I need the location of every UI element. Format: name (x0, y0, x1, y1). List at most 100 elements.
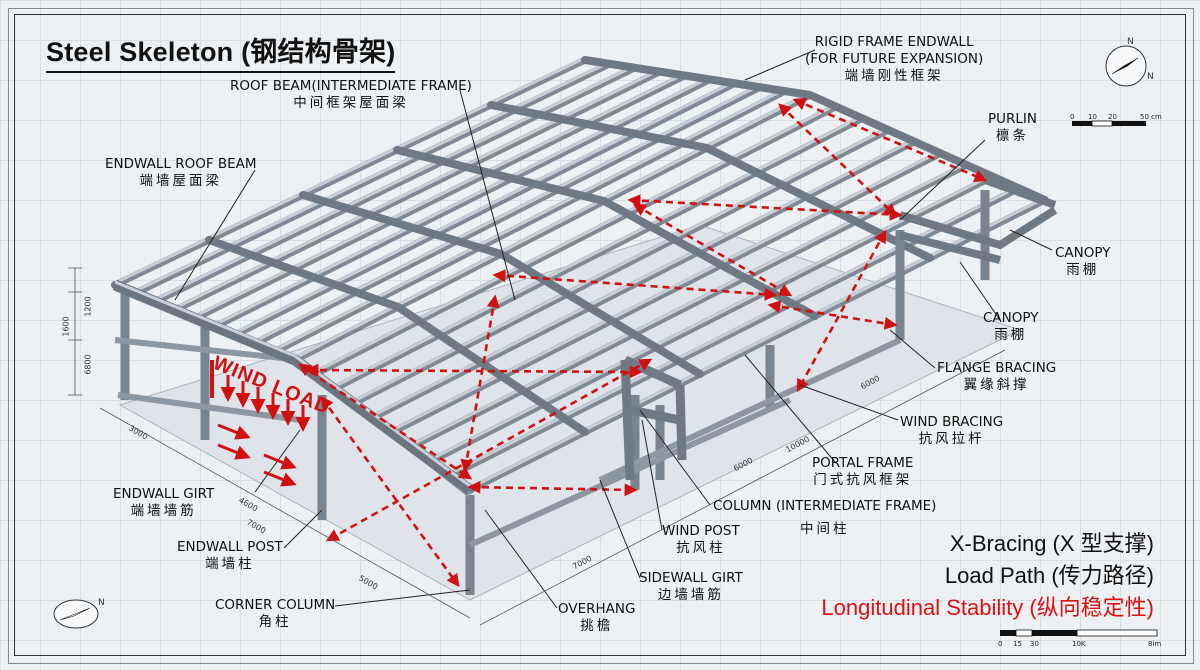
bracing-arrow (796, 229, 887, 393)
label-endwall-girt: ENDWALL GIRT 端墙墙筋 (113, 486, 214, 520)
label-endwall-post: ENDWALL POST 端墙柱 (177, 539, 283, 573)
label-column-intermediate-en: COLUMN (INTERMEDIATE FRAME) (713, 498, 937, 514)
label-wind-post-en: WIND POST (662, 523, 740, 539)
roof-beam (299, 191, 704, 378)
outer-border (8, 8, 1194, 664)
scale-bar-top (1072, 120, 1146, 127)
canopy-structure (898, 176, 1058, 264)
label-canopy-lower: CANOPY 雨棚 (983, 310, 1038, 344)
label-overhang: OVERHANG 挑檐 (558, 601, 635, 635)
label-sidewall-girt-en: SIDEWALL GIRT (639, 570, 743, 586)
label-canopy-lower-zh: 雨棚 (994, 327, 1028, 343)
label-sidewall-girt: SIDEWALL GIRT 边墙墙筋 (639, 570, 743, 604)
leader-line (744, 49, 816, 81)
leader-line (889, 329, 936, 369)
compass-bottom-north: N (98, 598, 105, 608)
scale-top-50: 50 cm (1140, 113, 1162, 121)
leader-line (639, 409, 711, 506)
purlin (211, 75, 714, 331)
scale-bottom-8im: 8im (1148, 640, 1162, 648)
legend-load-path: Load Path (传力路径) (944, 563, 1154, 588)
dim-1600: 1600 (61, 316, 71, 337)
label-rigid-frame-endwall-en2: (FOR FUTURE EXPANSION) (805, 51, 984, 67)
purlin-highlight (113, 56, 587, 285)
leader-line (899, 139, 986, 221)
scale-top-10: 10 (1088, 113, 1097, 121)
bracing-arrow (325, 358, 653, 542)
leader-line (174, 169, 256, 301)
label-purlin-zh: 檩条 (996, 128, 1029, 144)
label-purlin: PURLIN 檩条 (988, 111, 1037, 145)
scale-top-0: 0 (1070, 113, 1075, 121)
purlin (131, 60, 614, 297)
purlin (111, 56, 589, 289)
label-flange-bracing: FLANGE BRACING 翼缘斜撑 (937, 360, 1056, 394)
leader-line (599, 479, 641, 579)
roof-beam (487, 101, 934, 262)
label-corner-column: CORNER COLUMN 角柱 (215, 597, 335, 631)
purlin (171, 68, 664, 314)
label-wind-bracing-zh: 抗风拉杆 (918, 431, 985, 447)
scale-bottom-10k: 10K (1072, 640, 1086, 648)
leader-line (283, 509, 323, 549)
label-rigid-frame-endwall-en1: RIGID FRAME ENDWALL (814, 34, 974, 50)
purlin-highlight (332, 114, 864, 389)
label-portal-frame-zh: 门式抗风框架 (813, 472, 913, 488)
label-purlin-en: PURLIN (988, 111, 1038, 127)
compass-top-north: N (1127, 37, 1134, 47)
label-sidewall-girt-zh: 边墙墙筋 (657, 587, 724, 603)
label-endwall-roof-beam: ENDWALL ROOF BEAM 端墙屋面梁 (105, 156, 257, 190)
purlin (231, 79, 739, 339)
purlin (271, 87, 789, 356)
compass-top-north-2: N (1147, 72, 1154, 82)
bracing-arrow (792, 98, 988, 182)
label-endwall-post-en: ENDWALL POST (177, 539, 283, 555)
label-endwall-roof-beam-en: ENDWALL ROOF BEAM (105, 156, 257, 172)
purlin (291, 91, 814, 364)
scale-bottom-15: 15 (1013, 640, 1022, 648)
inner-border (14, 14, 1186, 656)
label-flange-bracing-zh: 翼缘斜撑 (963, 377, 1030, 393)
leader-line (959, 261, 1001, 321)
wind-load-arrows (210, 360, 311, 487)
label-wind-bracing: WIND BRACING 抗风拉杆 (900, 414, 1003, 448)
label-endwall-girt-zh: 端墙墙筋 (130, 503, 197, 519)
label-endwall-post-zh: 端墙柱 (205, 556, 255, 572)
legend-x-bracing: X-Bracing (X 型支撑) (949, 531, 1154, 556)
leader-line (459, 89, 516, 301)
purlin-highlight (273, 87, 787, 352)
label-roof-beam: ROOF BEAM(INTERMEDIATE FRAME) 中间框架屋面梁 (230, 78, 472, 112)
purlin (191, 72, 689, 322)
label-canopy-upper-en: CANOPY (1055, 245, 1111, 261)
bracing-arrow (297, 363, 473, 480)
label-overhang-en: OVERHANG (558, 601, 636, 617)
purlin-highlight (253, 83, 762, 343)
purlin (310, 103, 840, 378)
scale-bottom-30: 30 (1030, 640, 1039, 648)
scale-bottom-0: 0 (998, 640, 1003, 648)
purlin (151, 64, 639, 306)
purlin-highlight (153, 64, 637, 302)
label-canopy-lower-en: CANOPY (983, 310, 1039, 326)
leader-line (484, 509, 558, 609)
label-portal-frame: PORTAL FRAME 门式抗风框架 (812, 455, 913, 489)
label-roof-beam-en: ROOF BEAM(INTERMEDIATE FRAME) (230, 78, 472, 94)
leader-line (641, 419, 663, 531)
label-endwall-roof-beam-zh: 端墙屋面梁 (139, 173, 223, 189)
dim-1200: 1200 (83, 296, 93, 317)
compass-bottom (53, 599, 99, 629)
label-endwall-girt-en: ENDWALL GIRT (113, 486, 215, 502)
purlin-highlight (213, 75, 712, 327)
label-rigid-frame-endwall-zh: 端墙刚性框架 (844, 68, 944, 84)
leader-line (1009, 229, 1053, 251)
label-canopy-upper-zh: 雨棚 (1066, 262, 1100, 278)
scale-top-20: 20 (1108, 113, 1117, 121)
purlin-highlight (312, 103, 838, 374)
label-wind-post-zh: 抗风柱 (676, 540, 726, 556)
legend-longitudinal-stability: Longitudinal Stability (纵向稳定性) (821, 595, 1154, 620)
label-overhang-zh: 挑檐 (580, 618, 614, 634)
label-corner-column-en: CORNER COLUMN (215, 597, 336, 613)
wind-load-side-arrow (263, 453, 297, 470)
